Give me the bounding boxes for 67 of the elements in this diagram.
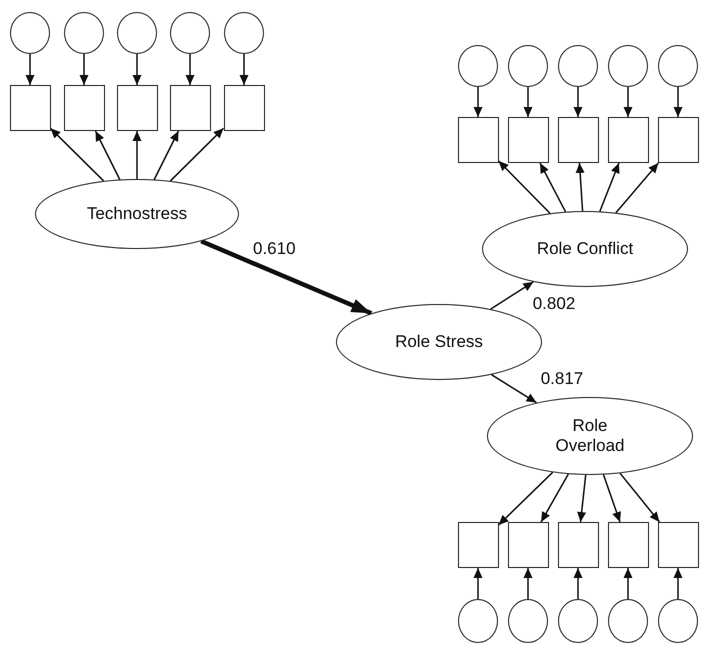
empty-circle <box>558 45 598 87</box>
arrow <box>490 281 534 310</box>
arrow <box>524 568 532 599</box>
latent-label: Role Conflict <box>536 238 634 260</box>
empty-circle <box>170 12 210 54</box>
arrow <box>154 130 180 180</box>
empty-circle <box>458 45 498 87</box>
indicator-box <box>64 85 104 131</box>
empty-circle <box>558 599 598 643</box>
empty-circle <box>658 599 698 643</box>
empty-circle <box>608 599 648 643</box>
arrow <box>574 87 582 117</box>
indicator-box <box>170 85 210 131</box>
empty-circle <box>608 45 648 87</box>
empty-circle <box>10 12 50 54</box>
empty-circle <box>458 599 498 643</box>
arrow <box>615 162 659 214</box>
arrow <box>624 87 632 117</box>
indicator-box <box>658 522 698 568</box>
indicator-box <box>608 117 648 163</box>
arrow <box>170 128 224 182</box>
indicator-box <box>508 117 548 163</box>
arrow <box>132 54 142 85</box>
empty-circle <box>508 599 548 643</box>
arrow <box>577 474 586 522</box>
empty-circle <box>508 45 548 87</box>
arrow <box>474 87 482 117</box>
indicator-box <box>508 522 548 568</box>
arrow <box>539 162 566 212</box>
arrow <box>602 474 621 522</box>
indicator-box <box>558 522 598 568</box>
latent-label: Role Stress <box>394 332 484 352</box>
arrow <box>474 568 482 599</box>
latent-label: Technostress <box>86 204 188 224</box>
arrow <box>200 239 372 316</box>
arrow <box>26 54 34 85</box>
indicator-box <box>458 522 498 568</box>
arrow <box>620 472 660 522</box>
indicator-box <box>116 85 158 131</box>
arrow <box>498 160 550 214</box>
arrow <box>94 130 120 180</box>
arrow <box>491 374 537 404</box>
arrow <box>240 54 248 85</box>
arrow <box>186 54 194 85</box>
arrow <box>574 568 582 599</box>
arrow <box>674 568 682 599</box>
empty-circle <box>117 12 157 54</box>
arrow <box>50 128 104 182</box>
arrow <box>80 54 88 85</box>
indicator-box <box>458 117 498 163</box>
arrow <box>674 87 682 117</box>
arrow <box>132 131 142 179</box>
indicator-box <box>10 85 50 131</box>
latent-label: Role Overload <box>554 416 626 456</box>
arrow <box>624 568 632 599</box>
arrow <box>524 87 532 117</box>
empty-circle <box>658 45 698 87</box>
indicator-box <box>558 117 598 163</box>
arrow <box>540 474 569 522</box>
arrow <box>498 472 554 526</box>
empty-circle <box>224 12 264 54</box>
indicator-box <box>658 117 698 163</box>
indicator-box <box>224 85 264 131</box>
arrow <box>599 162 620 212</box>
empty-circle <box>64 12 104 54</box>
indicator-box <box>608 522 648 568</box>
arrow <box>576 162 585 212</box>
